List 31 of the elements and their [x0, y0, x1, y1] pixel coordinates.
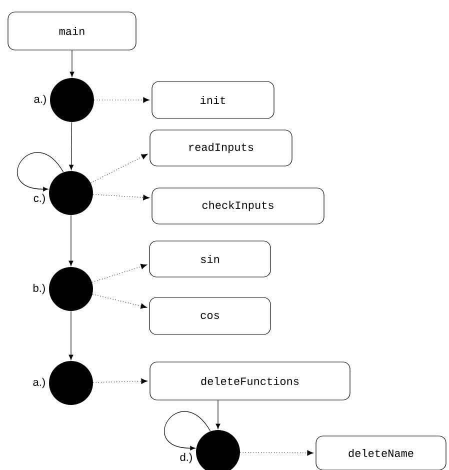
state-circle: [49, 361, 93, 405]
step-label: a.): [34, 94, 46, 106]
arrow: [70, 50, 74, 77]
step-label: c.): [34, 194, 45, 204]
dotted-arrow: [92, 194, 150, 200]
function-box: sin: [149, 240, 271, 278]
function-box: deleteFunctions: [150, 362, 350, 400]
function-box: deleteName: [316, 436, 446, 470]
dotted-arrow: [92, 294, 147, 309]
arrow: [216, 400, 220, 429]
arrow: [68, 214, 74, 266]
state-circle: [49, 171, 93, 215]
dotted-arrow: [92, 378, 148, 384]
loop-arrow: [164, 411, 211, 450]
function-box: cos: [149, 297, 271, 335]
function-box: readInputs: [150, 130, 292, 166]
dotted-arrow: [94, 97, 150, 103]
step-label: b.): [33, 284, 45, 294]
function-box: main: [8, 12, 136, 50]
dotted-arrow: [240, 450, 314, 456]
dotted-arrow: [90, 154, 148, 184]
function-box: checkInputs: [152, 188, 324, 224]
function-box: init: [152, 81, 274, 119]
step-label: d.): [180, 452, 192, 464]
step-label: a.): [33, 378, 45, 388]
loop-arrow: [17, 152, 64, 192]
arrow: [69, 122, 74, 170]
state-circle: [50, 78, 94, 122]
arrow: [68, 310, 74, 360]
state-circle: [49, 267, 93, 311]
dotted-arrow: [92, 264, 148, 283]
